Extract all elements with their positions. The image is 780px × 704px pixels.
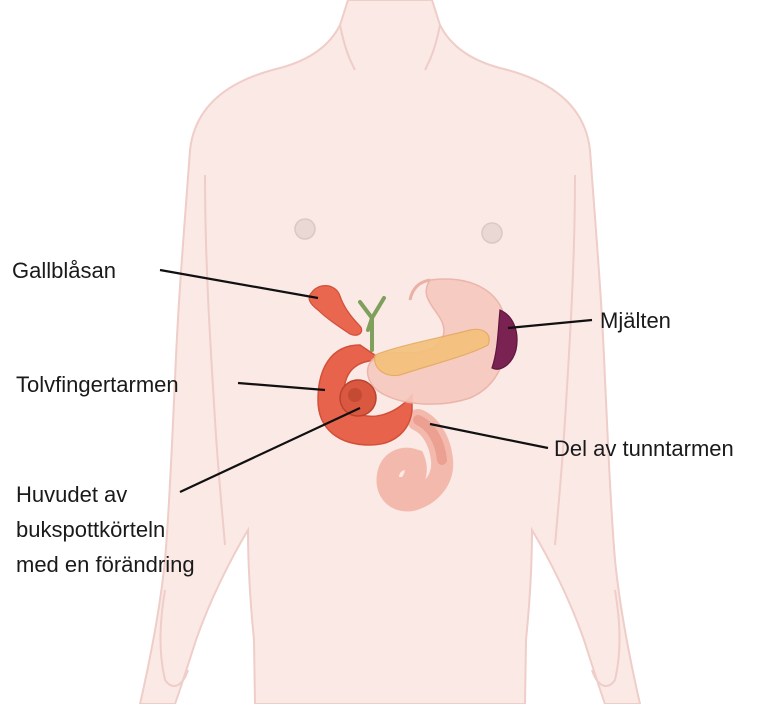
- label-pancreas-head-line3: med en förändring: [16, 552, 195, 577]
- label-gallbladder: Gallblåsan: [12, 258, 116, 283]
- pancreas-tumor-core: [348, 388, 362, 402]
- label-pancreas-head-line2: bukspottkörteln: [16, 517, 165, 542]
- left-nipple: [295, 219, 315, 239]
- label-pancreas-head-line1: Huvudet av: [16, 482, 127, 507]
- label-spleen: Mjälten: [600, 308, 671, 333]
- label-duodenum: Tolvfingertarmen: [16, 372, 179, 397]
- right-nipple: [482, 223, 502, 243]
- label-small-intestine: Del av tunntarmen: [554, 436, 734, 461]
